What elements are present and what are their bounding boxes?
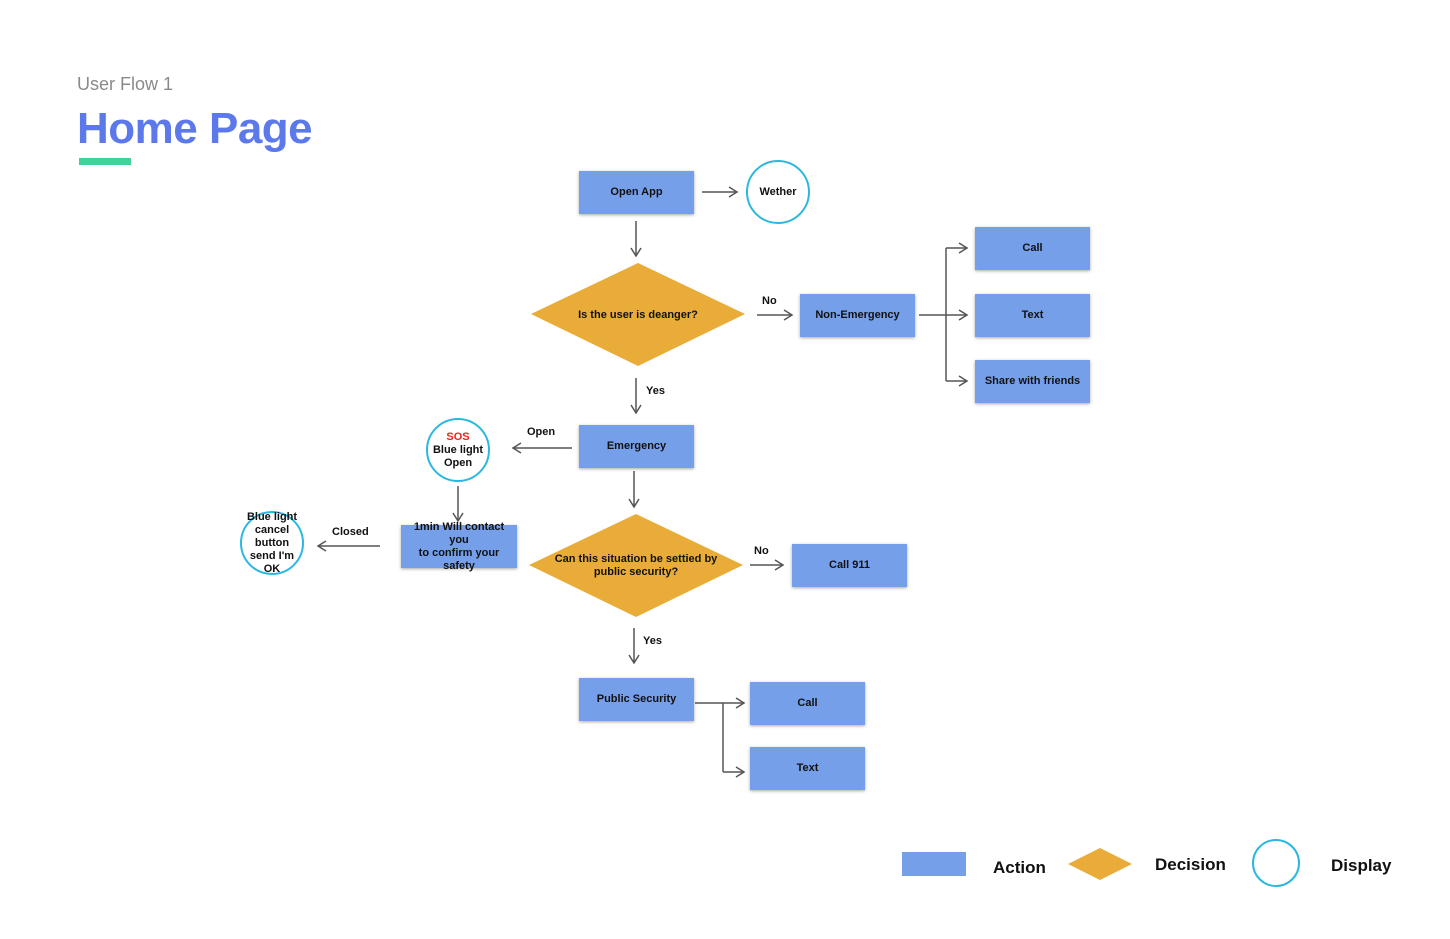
decision-diamond-security xyxy=(529,514,743,617)
edge-label-yes-2: Yes xyxy=(643,635,662,647)
node-call-911: Call 911 xyxy=(792,544,907,587)
sos-label: SOS xyxy=(446,430,470,443)
decision-diamond-danger xyxy=(531,263,745,366)
edge-label-no-2: No xyxy=(754,545,769,557)
node-text: Text xyxy=(975,294,1090,337)
node-wether: Wether xyxy=(746,160,810,224)
node-cancel-button: Blue light cancel button send I'm OK xyxy=(240,511,304,575)
legend-decision-label: Decision xyxy=(1155,855,1226,874)
node-call: Call xyxy=(975,227,1090,270)
edge-label-yes-1: Yes xyxy=(646,385,665,397)
node-share-with-friends: Share with friends xyxy=(975,360,1090,403)
legend-action-label: Action xyxy=(993,858,1046,877)
legend-action-swatch xyxy=(902,852,966,876)
node-emergency: Emergency xyxy=(579,425,694,468)
node-ps-call: Call xyxy=(750,682,865,725)
decision-security-label: Can this situation be settied by public … xyxy=(545,552,727,580)
page-subtitle: User Flow 1 xyxy=(77,74,174,94)
page-title: Home Page xyxy=(77,104,313,153)
node-non-emergency: Non-Emergency xyxy=(800,294,915,337)
node-public-security: Public Security xyxy=(579,678,694,721)
decision-danger-label: Is the user is deanger? xyxy=(578,308,698,321)
sos-line-2: Blue light xyxy=(432,443,484,456)
edge-label-no-1: No xyxy=(762,295,777,307)
decision-security-line-1: Can this situation be settied by xyxy=(554,553,718,565)
edge-label-open: Open xyxy=(527,426,556,438)
cancel-line-3: send I'm OK xyxy=(249,549,295,575)
title-underline xyxy=(79,158,131,165)
contact-line-1: 1min Will contact you xyxy=(413,520,505,546)
decision-security-line-2: public security? xyxy=(593,566,679,578)
node-open-app: Open App xyxy=(579,171,694,214)
cancel-line-2: cancel button xyxy=(254,523,290,549)
contact-line-2: to confirm your safety xyxy=(418,546,500,572)
legend-decision-swatch xyxy=(1068,848,1132,880)
legend-display-label: Display xyxy=(1331,856,1392,875)
node-sos-blue-light: SOS Blue light Open xyxy=(426,418,490,482)
node-contact-confirm: 1min Will contact you to confirm your sa… xyxy=(401,521,517,572)
cancel-line-1: Blue light xyxy=(246,510,298,523)
sos-line-3: Open xyxy=(443,456,473,469)
legend-display-swatch xyxy=(1252,839,1300,887)
node-ps-text: Text xyxy=(750,747,865,790)
edge-label-closed: Closed xyxy=(332,526,369,538)
